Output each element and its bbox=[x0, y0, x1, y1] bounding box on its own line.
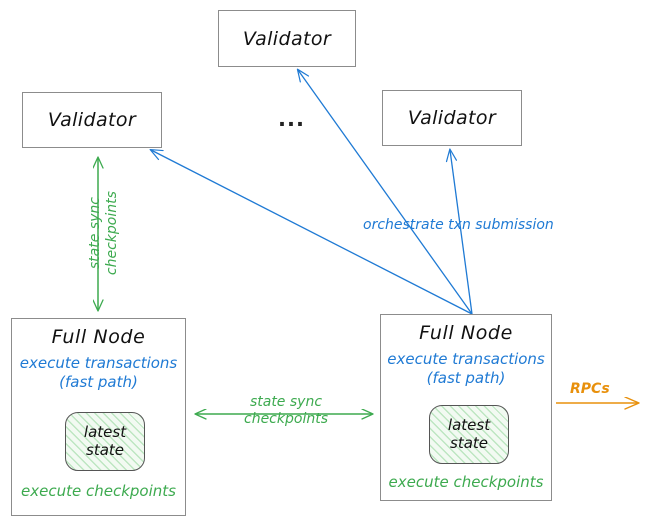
full-node-left-blue-line1: execute transactions bbox=[19, 354, 178, 372]
edge-orchestrate-to-validator-top bbox=[296, 68, 473, 315]
full-node-left-box[interactable]: Full Node execute transactions (fast pat… bbox=[11, 318, 186, 516]
rpcs-label: RPCs bbox=[570, 381, 610, 397]
full-node-left-blue-text: execute transactions (fast path) bbox=[12, 354, 185, 392]
vertical-state-sync-line1: state sync bbox=[86, 197, 103, 270]
full-node-left-state-chip[interactable]: latest state bbox=[65, 412, 145, 471]
full-node-right-state-line2: state bbox=[450, 433, 488, 452]
full-node-left-blue-line2: (fast path) bbox=[59, 372, 138, 391]
validators-ellipsis: ... bbox=[278, 107, 305, 131]
validator-top-box[interactable]: Validator bbox=[218, 10, 356, 67]
orchestrate-label: orchestrate txn submission bbox=[363, 217, 554, 233]
full-node-right-blue-text: execute transactions (fast path) bbox=[381, 350, 551, 388]
full-node-right-blue-line2: (fast path) bbox=[426, 368, 506, 387]
full-node-right-box[interactable]: Full Node execute transactions (fast pat… bbox=[380, 314, 552, 501]
full-node-right-title: Full Node bbox=[419, 322, 513, 344]
validator-top-label: Validator bbox=[242, 27, 332, 50]
vertical-state-sync-line2: checkpoints bbox=[104, 191, 120, 276]
full-node-left-green-text: execute checkpoints bbox=[21, 482, 176, 500]
full-node-right-blue-line1: execute transactions bbox=[387, 350, 545, 368]
full-node-right-state-line1: latest bbox=[447, 416, 491, 435]
validator-right-box[interactable]: Validator bbox=[382, 90, 522, 146]
edge-orchestrate-to-validator-right bbox=[445, 148, 473, 315]
edge-orchestrate-to-validator-left bbox=[149, 148, 473, 315]
horizontal-state-sync-label: state sync checkpoints bbox=[226, 394, 346, 428]
validator-right-label: Validator bbox=[407, 107, 497, 129]
full-node-left-title: Full Node bbox=[51, 326, 146, 348]
vertical-state-sync-label: state sync checkpoints bbox=[87, 185, 121, 281]
validator-left-label: Validator bbox=[47, 109, 137, 131]
horizontal-state-sync-line2: checkpoints bbox=[244, 411, 328, 428]
full-node-left-state-line2: state bbox=[86, 440, 124, 459]
horizontal-state-sync-line1: state sync bbox=[249, 394, 323, 410]
full-node-right-state-chip[interactable]: latest state bbox=[429, 405, 509, 464]
validator-left-box[interactable]: Validator bbox=[22, 92, 162, 148]
full-node-right-green-text: execute checkpoints bbox=[388, 473, 544, 491]
full-node-left-state-line1: latest bbox=[83, 423, 127, 442]
